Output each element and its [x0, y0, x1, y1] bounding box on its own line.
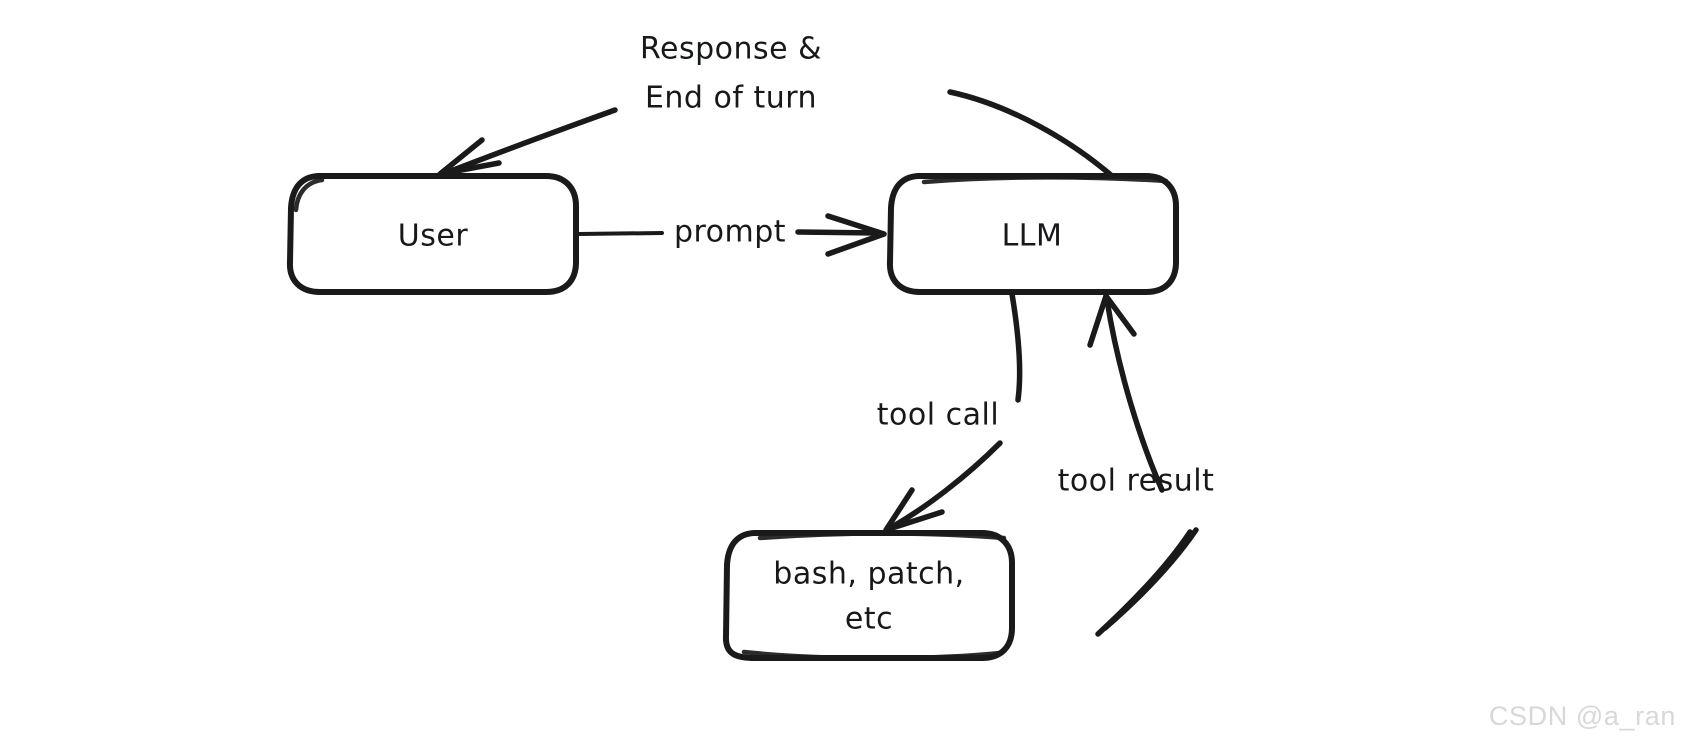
edge-response-right-segment: [947, 89, 1115, 179]
node-tools-label-line1: bash, patch,: [773, 557, 964, 592]
edge-prompt-arrowhead: [825, 213, 887, 257]
edge-tool-call: [883, 291, 1023, 533]
edge-response: [437, 89, 1115, 179]
edge-tool-call-label: tool call: [877, 398, 999, 433]
node-user-sketch-accent: [293, 177, 325, 213]
edge-tool-result-label: tool result: [1058, 464, 1215, 499]
edge-tool-result: [1087, 293, 1199, 637]
node-llm-label: LLM: [1002, 219, 1063, 254]
node-llm[interactable]: LLM: [886, 173, 1179, 295]
edge-prompt-right-segment: [795, 229, 881, 236]
edge-tool-result-lower-segment-2: [1102, 527, 1199, 631]
edge-tool-result-arrowhead: [1087, 293, 1137, 348]
node-llm-shape: [886, 173, 1179, 295]
edge-response-label-line2: End of turn: [645, 81, 817, 116]
node-user[interactable]: User: [286, 173, 579, 295]
edge-tool-result-upper-segment: [1104, 297, 1165, 493]
node-user-label: User: [398, 219, 469, 254]
edge-response-arrowhead: [437, 137, 502, 177]
node-tools-label-line2: etc: [845, 602, 893, 637]
edge-tool-call-arrowhead: [883, 487, 945, 533]
edge-prompt-left-segment: [576, 231, 664, 236]
node-tools-shape: [722, 530, 1015, 661]
node-tools[interactable]: bash, patch, etc: [722, 530, 1015, 661]
node-tools-sketch-accent: [757, 531, 1007, 541]
node-llm-sketch-accent: [921, 175, 1169, 185]
edge-response-left-segment: [440, 107, 618, 177]
node-tools-sketch-accent-bottom: [741, 649, 1003, 661]
edge-tool-call-lower-segment: [889, 440, 1003, 530]
edge-prompt: [576, 213, 887, 257]
edge-tool-call-upper-segment: [1009, 291, 1023, 403]
watermark: CSDN @a_ran: [1488, 701, 1676, 731]
edge-response-label-line1: Response &: [640, 32, 822, 67]
node-user-shape: [286, 173, 579, 295]
edge-prompt-label: prompt: [674, 215, 786, 250]
